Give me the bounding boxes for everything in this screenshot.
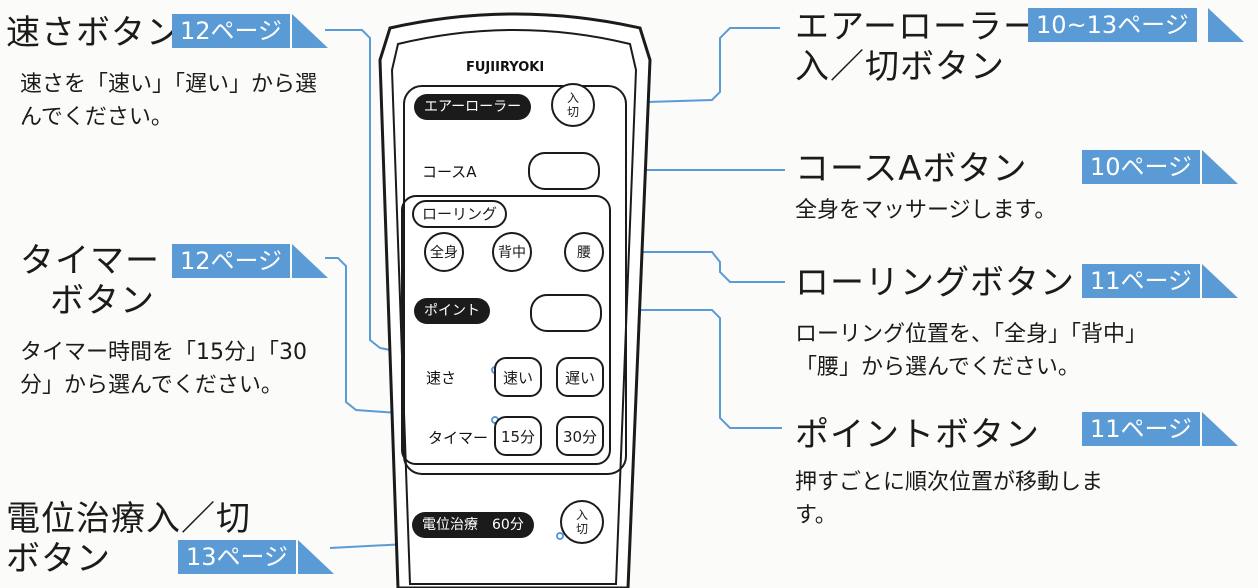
rolling-senaka-button[interactable]: 背中 xyxy=(492,232,532,272)
speed-title: 速さボタン xyxy=(6,13,181,53)
onoff-bottom: 切 xyxy=(575,522,588,536)
timer-title-2: ボタン xyxy=(50,281,155,321)
course-a-title: コースAボタン xyxy=(795,149,1028,189)
course-a-label: コースA xyxy=(422,163,477,181)
air-roller-label: エアーローラー xyxy=(414,94,532,120)
speed-label: 速さ xyxy=(426,369,457,387)
speed-fast-button[interactable]: 速い xyxy=(494,357,542,397)
rolling-page: 11ページ xyxy=(1082,264,1201,298)
potential-title-1: 電位治療入／切 xyxy=(6,499,251,539)
line-point xyxy=(562,309,782,429)
course-a-page-tag: 10ページ xyxy=(1082,150,1238,184)
roller-page: 10~13ページ xyxy=(1028,8,1197,42)
timer-page-tag: 12ページ xyxy=(172,244,328,278)
roller-page-tag: 10~13ページ xyxy=(1028,8,1244,42)
potential-page: 13ページ xyxy=(178,540,297,574)
timer-label: タイマー xyxy=(428,429,489,447)
point-page: 11ページ xyxy=(1082,412,1201,446)
timer-desc-1: タイマー時間を「15分」「30 xyxy=(20,340,307,365)
rolling-page-tag: 11ページ xyxy=(1082,264,1238,298)
point-desc-2: す。 xyxy=(795,503,837,528)
rolling-label: ローリング xyxy=(412,200,508,228)
line-rolling xyxy=(582,251,785,283)
potential-onoff-button[interactable]: 入 切 xyxy=(560,500,604,544)
roller-title-1: エアーローラー xyxy=(795,7,1038,47)
timer-desc-2: 分」から選んでください。 xyxy=(20,373,283,398)
potential-label: 電位治療 60分 xyxy=(412,512,534,538)
timer-15-button[interactable]: 15分 xyxy=(494,416,542,456)
speed-slow-button[interactable]: 遅い xyxy=(556,357,604,397)
onoff-top: 入 xyxy=(575,508,588,522)
rolling-koshi-button[interactable]: 腰 xyxy=(564,232,604,272)
line-timer xyxy=(325,257,496,421)
point-label: ポイント xyxy=(414,298,490,324)
potential-page-tag: 13ページ xyxy=(178,540,334,574)
potential-title-2: ボタン xyxy=(6,539,111,579)
course-a-desc: 全身をマッサージします。 xyxy=(795,198,1057,223)
speed-page: 12ページ xyxy=(172,14,291,48)
point-page-tag: 11ページ xyxy=(1082,412,1238,446)
timer-30-button[interactable]: 30分 xyxy=(556,416,604,456)
point-button[interactable] xyxy=(530,294,602,332)
speed-desc-2: んでください。 xyxy=(20,105,173,130)
brand-logo: FUJIIRYOKI xyxy=(466,60,545,75)
point-title: ポイントボタン xyxy=(795,415,1040,455)
course-a-button[interactable] xyxy=(528,152,600,190)
roller-title-2: 入／切ボタン xyxy=(795,47,1005,87)
onoff-bottom: 切 xyxy=(566,105,579,119)
point-desc-1: 押すごとに順次位置が移動しま xyxy=(795,470,1104,495)
line-roller xyxy=(579,27,780,105)
rolling-desc-2: 「腰」から選んでください。 xyxy=(795,355,1080,380)
timer-title-1: タイマー xyxy=(20,241,160,281)
timer-page: 12ページ xyxy=(172,244,291,278)
rolling-zenshin-button[interactable]: 全身 xyxy=(424,232,464,272)
onoff-top: 入 xyxy=(566,91,579,105)
air-roller-onoff-button[interactable]: 入 切 xyxy=(551,83,595,127)
speed-page-tag: 12ページ xyxy=(172,14,328,48)
course-a-page: 10ページ xyxy=(1082,150,1201,184)
speed-desc-1: 速さを「速い」「遅い」から選 xyxy=(20,72,318,97)
rolling-title: ローリングボタン xyxy=(795,263,1075,303)
rolling-desc-1: ローリング位置を、「全身」「背中」 xyxy=(795,322,1148,347)
